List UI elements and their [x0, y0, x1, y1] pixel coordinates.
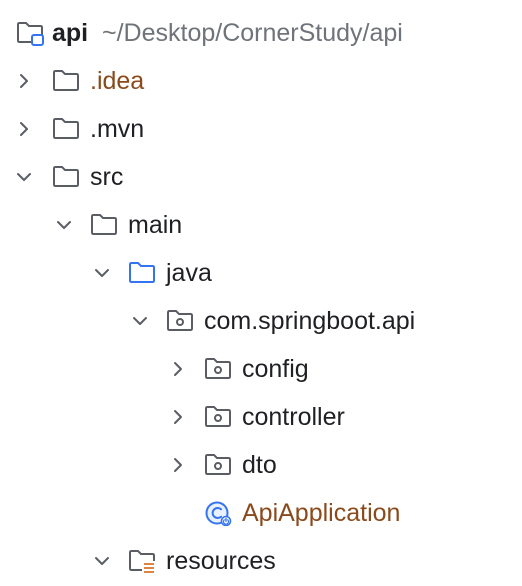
spring-boot-class-icon	[204, 500, 232, 527]
tree-item-label: com.springboot.api	[204, 307, 416, 335]
tree-row-package[interactable]: com.springboot.api	[0, 297, 522, 345]
tree-row-dto[interactable]: dto	[0, 441, 522, 489]
tree-item-label: java	[166, 259, 212, 287]
chevron-down-icon[interactable]	[52, 213, 76, 237]
chevron-right-icon[interactable]	[12, 69, 36, 93]
source-folder-icon	[128, 260, 156, 286]
tree-item-label: controller	[242, 403, 345, 431]
tree-item-label: .idea	[90, 67, 145, 95]
chevron-down-icon[interactable]	[90, 261, 114, 285]
chevron-right-icon[interactable]	[166, 453, 190, 477]
tree-item-label: ApiApplication	[242, 499, 401, 527]
folder-icon	[52, 116, 80, 142]
tree-item-label: src	[90, 163, 124, 191]
package-icon	[204, 404, 232, 430]
chevron-down-icon[interactable]	[12, 165, 36, 189]
tree-row-api-application[interactable]: ApiApplication	[0, 489, 522, 537]
tree-row-controller[interactable]: controller	[0, 393, 522, 441]
tree-row-idea[interactable]: .idea	[0, 57, 522, 105]
module-folder-icon	[16, 20, 44, 46]
chevron-down-icon[interactable]	[128, 309, 152, 333]
tree-row-config[interactable]: config	[0, 345, 522, 393]
chevron-down-icon[interactable]	[90, 549, 114, 573]
tree-item-label: .mvn	[90, 115, 145, 143]
chevron-right-icon[interactable]	[12, 117, 36, 141]
tree-row-resources[interactable]: resources	[0, 537, 522, 585]
package-icon	[166, 308, 194, 334]
folder-icon	[52, 164, 80, 190]
tree-row-src[interactable]: src	[0, 153, 522, 201]
folder-icon	[52, 68, 80, 94]
tree-row-main[interactable]: main	[0, 201, 522, 249]
project-name: api	[52, 19, 89, 47]
resources-folder-icon	[128, 548, 156, 574]
tree-row-api-root[interactable]: api ~/Desktop/CornerStudy/api	[0, 9, 522, 57]
tree-item-label: dto	[242, 451, 277, 479]
tree-row-mvn[interactable]: .mvn	[0, 105, 522, 153]
tree-item-label: config	[242, 355, 309, 383]
tree-row-java[interactable]: java	[0, 249, 522, 297]
chevron-right-icon[interactable]	[166, 405, 190, 429]
project-path: ~/Desktop/CornerStudy/api	[102, 19, 403, 47]
tree-item-label: main	[128, 211, 183, 239]
tree-item-label: resources	[166, 547, 276, 575]
package-icon	[204, 452, 232, 478]
chevron-right-icon[interactable]	[166, 357, 190, 381]
package-icon	[204, 356, 232, 382]
folder-icon	[90, 212, 118, 238]
